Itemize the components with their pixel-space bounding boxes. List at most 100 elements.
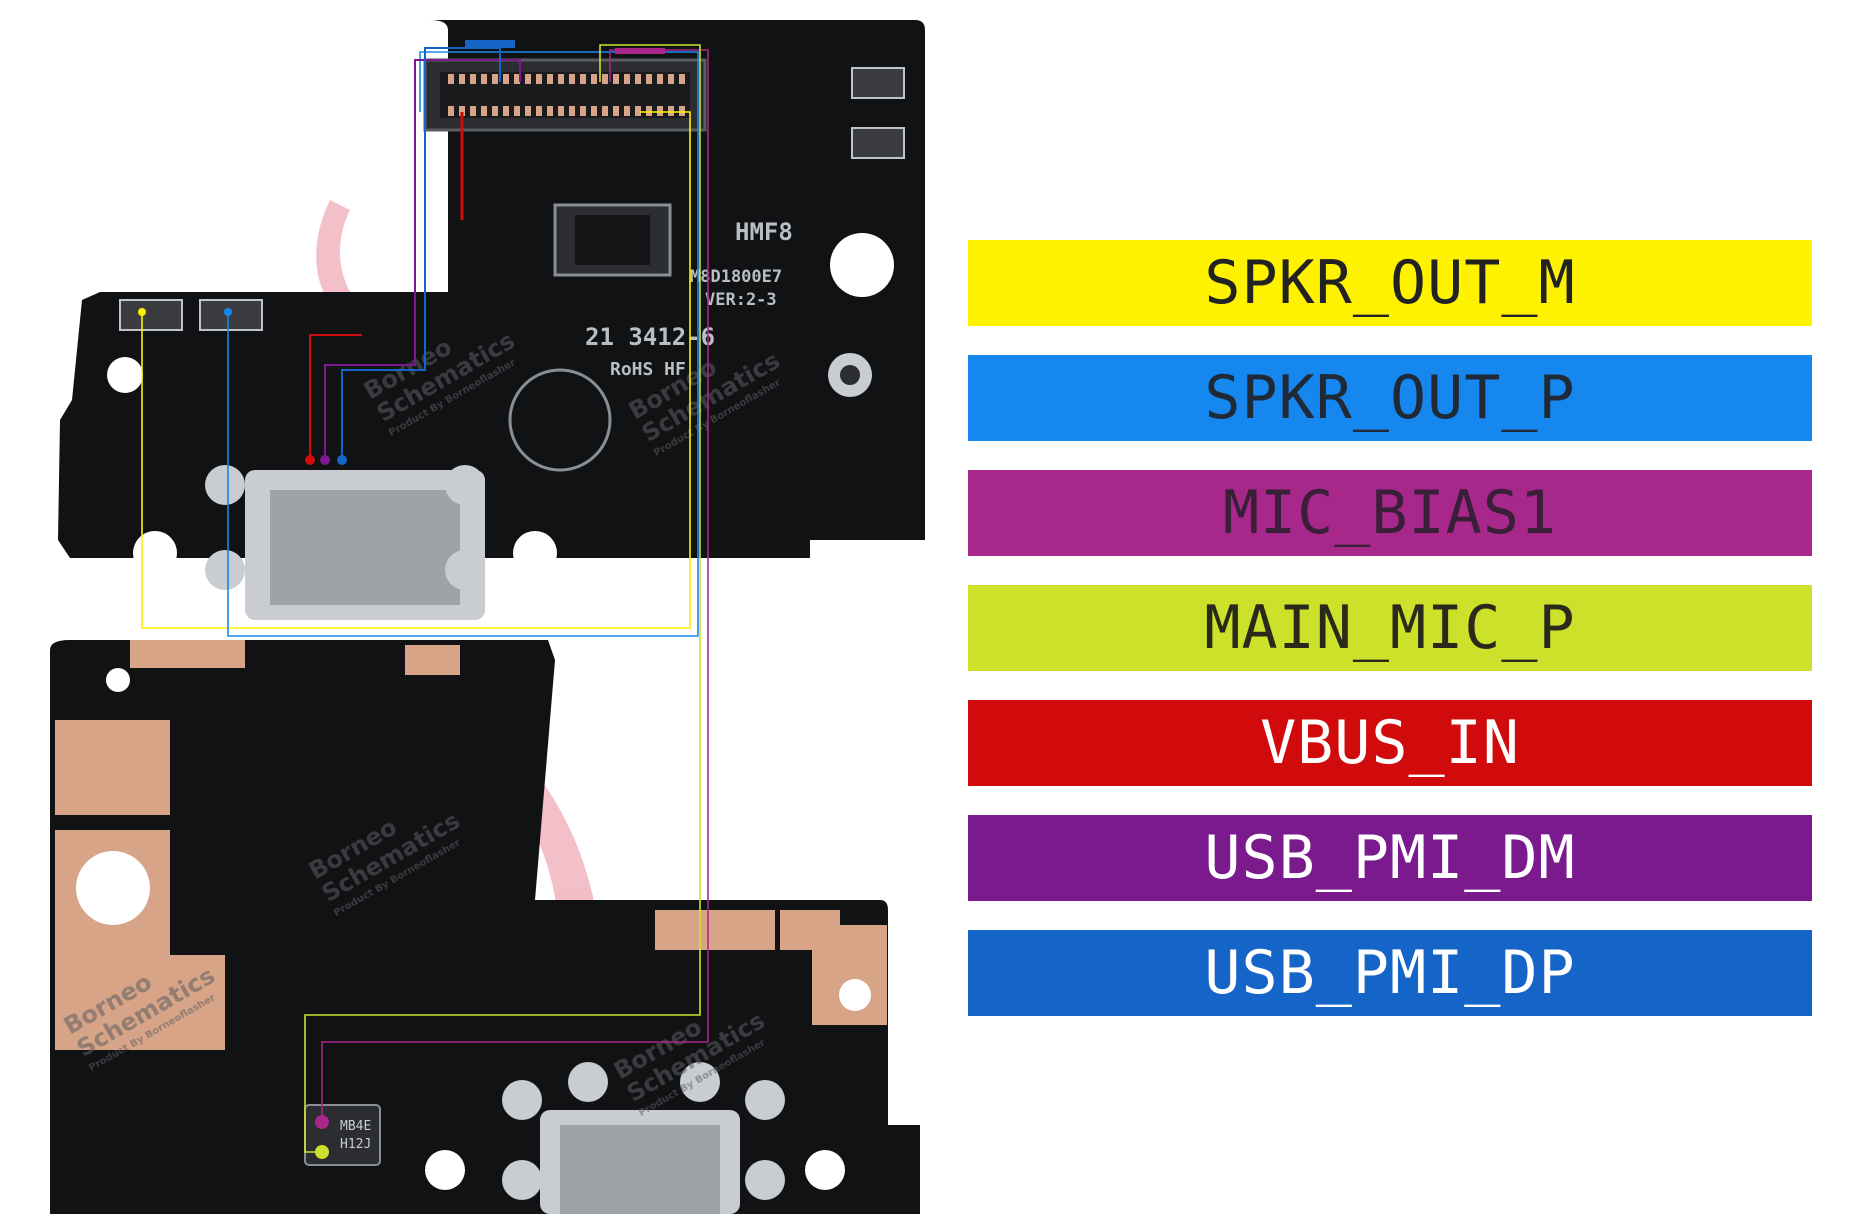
- connector-pin: [481, 106, 487, 116]
- silk-text: RoHS HF: [610, 359, 686, 380]
- usb-port-bottom: [502, 1062, 785, 1214]
- legend-label: SPKR_OUT_M: [1204, 248, 1576, 318]
- connector-pin: [503, 106, 509, 116]
- mic-marking: MB4E: [340, 1119, 371, 1134]
- microphone: MB4E H12J: [304, 1104, 381, 1166]
- connector-pin: [591, 106, 597, 116]
- connector-pin: [602, 106, 608, 116]
- copper-pad: [55, 720, 170, 815]
- mount-hole: [805, 1150, 845, 1190]
- connector-pin: [613, 106, 619, 116]
- copper-pad: [655, 910, 775, 950]
- small-connector: [553, 203, 672, 277]
- connector-pin: [492, 106, 498, 116]
- connector-pin: [668, 74, 674, 84]
- signal-traces: [141, 40, 709, 1153]
- connector-pin: [470, 74, 476, 84]
- bottom-board: MB4E H12J: [50, 640, 920, 1214]
- mount-hole: [839, 979, 871, 1011]
- connector-pin: [679, 106, 685, 116]
- connector-pin: [459, 106, 465, 116]
- legend-label: MAIN_MIC_P: [1204, 593, 1576, 663]
- legend-item: USB_PMI_DP: [968, 930, 1812, 1016]
- connector-pin: [646, 74, 652, 84]
- board-to-board-connector: [423, 58, 707, 132]
- silkscreen-ring: [508, 368, 612, 472]
- connector-pin: [503, 74, 509, 84]
- mount-hole: [133, 531, 177, 575]
- trace-spkr-out-p: [227, 51, 699, 637]
- legend-item: SPKR_OUT_P: [968, 355, 1812, 441]
- copper-pad: [405, 645, 460, 675]
- connector-pin: [635, 106, 641, 116]
- mount-hole: [425, 1150, 465, 1190]
- connector-pin: [536, 74, 542, 84]
- connector-pin: [547, 106, 553, 116]
- mic-marking: H12J: [340, 1137, 371, 1152]
- connector-pin: [602, 74, 608, 84]
- silk-text: VER:2-3: [705, 290, 777, 310]
- connector-pin: [448, 106, 454, 116]
- trace-main-mic-p: [304, 44, 701, 1153]
- connector-pin: [580, 74, 586, 84]
- connector-pin: [536, 106, 542, 116]
- pad: [851, 67, 905, 99]
- connector-pin: [558, 74, 564, 84]
- trace-usb-pmi-dm: [324, 59, 521, 460]
- mount-hole: [830, 233, 894, 297]
- connector-pin: [580, 106, 586, 116]
- silk-text: 21 3412-6: [585, 323, 715, 351]
- legend-label: USB_PMI_DM: [1204, 823, 1576, 893]
- copper-pad: [55, 955, 225, 1050]
- mount-hole: [107, 357, 143, 393]
- connector-pin: [525, 106, 531, 116]
- connector-pin: [679, 74, 685, 84]
- connector-pin: [558, 106, 564, 116]
- connector-pin: [448, 74, 454, 84]
- connector-pin: [591, 74, 597, 84]
- connector-pin: [635, 74, 641, 84]
- legend-item: VBUS_IN: [968, 700, 1812, 786]
- legend-item: USB_PMI_DM: [968, 815, 1812, 901]
- pad: [119, 299, 183, 331]
- legend-item: MIC_BIAS1: [968, 470, 1812, 556]
- connector-pin: [514, 74, 520, 84]
- mount-hole: [106, 668, 130, 692]
- trace-spkr-out-m: [141, 111, 691, 629]
- connector-pin: [481, 74, 487, 84]
- connector-pin: [547, 74, 553, 84]
- legend-label: USB_PMI_DP: [1204, 938, 1576, 1008]
- legend-label: SPKR_OUT_P: [1204, 363, 1576, 433]
- pad: [851, 127, 905, 159]
- connector-pin: [514, 106, 520, 116]
- pcb-diagram: HMF8 M8D1800E7 VER:2-3 21 3412-6 RoHS HF…: [50, 20, 925, 1214]
- connector-pin: [492, 74, 498, 84]
- top-board: HMF8 M8D1800E7 VER:2-3 21 3412-6 RoHS HF: [58, 20, 925, 620]
- trace-vbus-in: [309, 334, 362, 460]
- test-points: [138, 308, 347, 1159]
- connector-pin: [613, 74, 619, 84]
- trace-usb-pmi-dp: [341, 47, 501, 460]
- connector-pin: [569, 74, 575, 84]
- connector-pin: [657, 74, 663, 84]
- usb-port-top: [205, 465, 485, 620]
- silk-text: M8D1800E7: [690, 267, 782, 287]
- connector-pin: [624, 106, 630, 116]
- connector-pin: [525, 74, 531, 84]
- connector-pin: [646, 106, 652, 116]
- connector-pin: [569, 106, 575, 116]
- connector-pin: [459, 74, 465, 84]
- mount-hole: [513, 531, 557, 575]
- connector-pin: [657, 106, 663, 116]
- pad: [199, 299, 263, 331]
- legend-item: MAIN_MIC_P: [968, 585, 1812, 671]
- connector-pin: [624, 74, 630, 84]
- legend-item: SPKR_OUT_M: [968, 240, 1812, 326]
- trace-mic-bias1: [321, 49, 709, 1122]
- legend-label: VBUS_IN: [1260, 708, 1520, 778]
- connector-pin: [470, 106, 476, 116]
- legend-label: MIC_BIAS1: [1222, 478, 1558, 548]
- copper-pad: [130, 640, 245, 668]
- silk-text: HMF8: [735, 218, 793, 246]
- connector-pin: [668, 106, 674, 116]
